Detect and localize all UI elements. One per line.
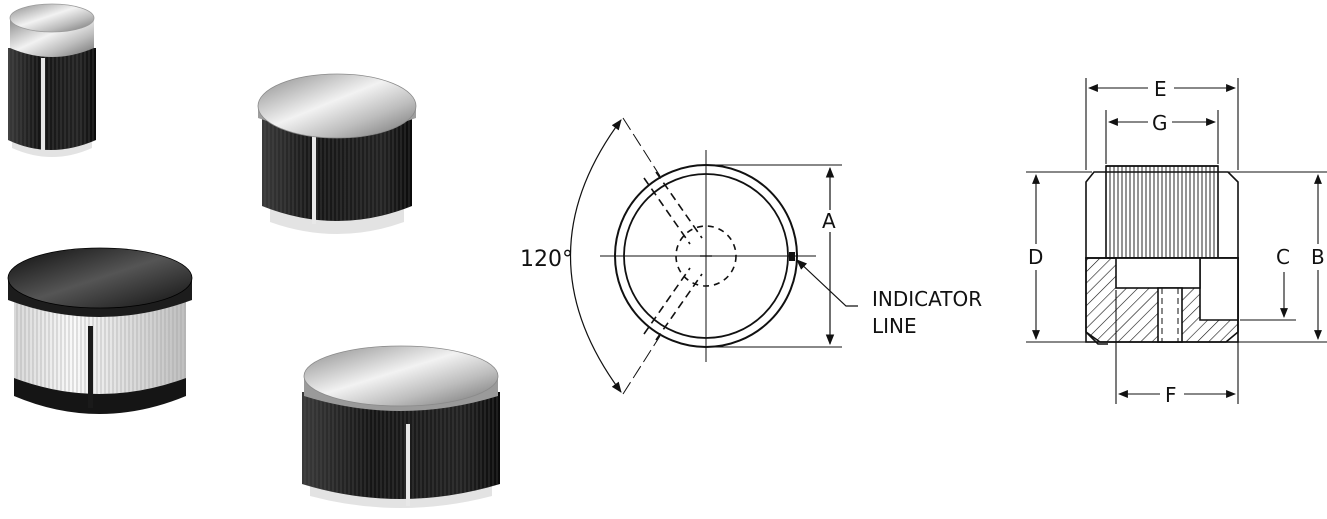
indicator-stripe: [41, 58, 45, 150]
indicator-line-label-2: LINE: [872, 314, 917, 338]
indicator-stripe: [312, 132, 316, 224]
dimension-d-label: D: [1028, 245, 1043, 269]
dimension-e-label: E: [1154, 77, 1167, 101]
angle-label: 120°: [520, 247, 573, 272]
indicator-stripe: [88, 326, 93, 408]
dimension-a-label: A: [822, 209, 836, 233]
section-dimensions: [1026, 78, 1327, 404]
medium-knob: [257, 73, 417, 234]
wide-knob: [302, 345, 500, 508]
indicator-stripe: [406, 424, 410, 506]
dimension-c-label: C: [1276, 245, 1290, 269]
dimension-f-label: F: [1165, 383, 1177, 407]
section-view-drawing: [1085, 165, 1239, 345]
dimension-b-label: B: [1311, 245, 1325, 269]
front-view-drawing: [569, 117, 858, 395]
small-tall-knob: [8, 3, 96, 157]
dimension-g-label: G: [1152, 111, 1168, 135]
large-silver-skirt-knob: [7, 247, 193, 414]
indicator-line-label-1: INDICATOR: [872, 287, 982, 311]
